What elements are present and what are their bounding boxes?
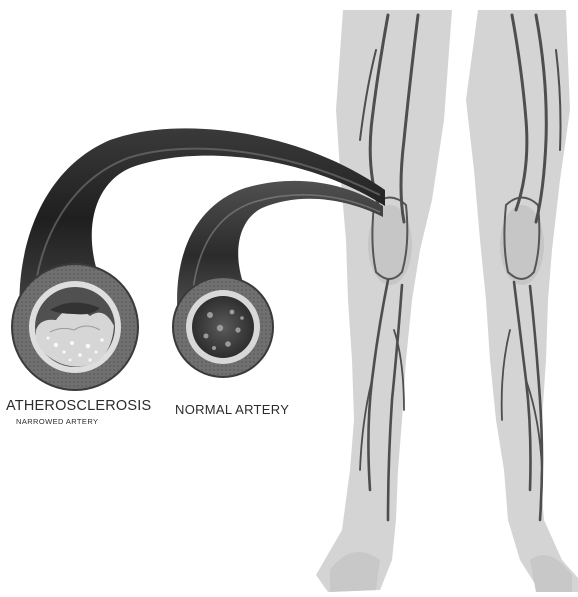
narrowed-artery-cross-section [12,264,138,390]
normal-artery-cross-section [173,277,273,377]
right-leg [466,10,578,592]
narrowed-artery-label: NARROWED ARTERY [16,417,98,426]
normal-artery-label: NORMAL ARTERY [175,402,289,417]
atherosclerosis-label: ATHEROSCLEROSIS [6,398,151,414]
legs-silhouette [316,10,578,592]
